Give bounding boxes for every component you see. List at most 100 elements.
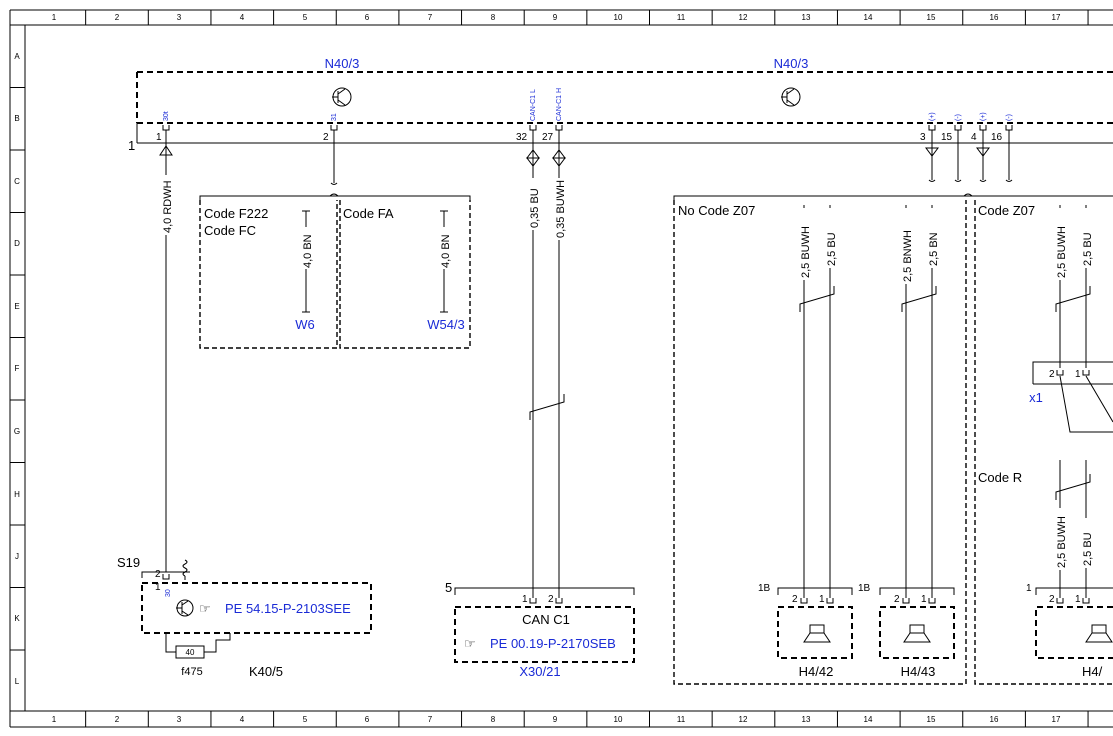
grid-row-label: G bbox=[14, 427, 20, 436]
pe54-ref-link[interactable]: PE 54.15-P-2103SEE bbox=[225, 601, 351, 616]
wire-label: 2,5 BUWH bbox=[800, 226, 812, 278]
pin-number: 1B bbox=[758, 583, 771, 594]
h443-label: H4/43 bbox=[901, 664, 936, 679]
pin-number: 1B bbox=[858, 583, 871, 594]
can-c1-label: CAN C1 bbox=[522, 612, 570, 627]
no-code-z07-box: No Code Z07 2,5 BUWH 2,5 BU 2,5 BNWH 2,5… bbox=[673, 200, 967, 685]
grid-col-label: 8 bbox=[491, 715, 496, 724]
pin-label-plus: (+) bbox=[929, 112, 936, 121]
code-label: Code FC bbox=[204, 223, 256, 238]
pin-number: 2 bbox=[894, 594, 900, 605]
grid-col-label: 14 bbox=[864, 715, 873, 724]
grid-col-label: 2 bbox=[115, 715, 120, 724]
pin-label-can-h: CAN-C1 H bbox=[556, 88, 563, 121]
grid-col-label: 14 bbox=[864, 13, 873, 22]
wire-label: 0,35 BUWH bbox=[555, 180, 567, 238]
code-label: Code Z07 bbox=[978, 203, 1035, 218]
pin-label-plus: (+) bbox=[980, 112, 987, 121]
speaker-icon bbox=[803, 624, 831, 643]
grid-col-label: 8 bbox=[491, 13, 496, 22]
pin-number: 4 bbox=[971, 132, 977, 143]
hand-pointer-icon: ☞ bbox=[464, 636, 476, 651]
wire-label: 2,5 BUWH bbox=[1056, 516, 1068, 568]
grid-col-label: 17 bbox=[1052, 13, 1061, 22]
pin-label-31: 31 bbox=[331, 113, 338, 121]
wire-rdwh: 4,0 RDWH bbox=[159, 130, 174, 572]
pin-number: 1 bbox=[1026, 583, 1032, 594]
grid-row-label: D bbox=[14, 239, 20, 248]
grid-col-label: 9 bbox=[553, 13, 558, 22]
pin-label-minus: (-) bbox=[955, 114, 962, 121]
pe00-ref-link[interactable]: PE 00.19-P-2170SEB bbox=[490, 636, 616, 651]
wire-label: 2,5 BU bbox=[1082, 232, 1094, 266]
grid-col-label: 1 bbox=[52, 13, 57, 22]
pin-number: 1 bbox=[921, 594, 927, 605]
wire-label: 4,0 RDWH bbox=[162, 180, 174, 233]
grid-col-label: 16 bbox=[990, 13, 999, 22]
wire-label: 2,5 BN bbox=[928, 232, 940, 266]
transistor-icon bbox=[781, 87, 801, 107]
grid-col-label: 11 bbox=[677, 715, 686, 724]
grid-col-label: 1 bbox=[52, 715, 57, 724]
grid-col-label: 4 bbox=[240, 715, 245, 724]
grid-col-label: 10 bbox=[614, 715, 623, 724]
grid-row-label: E bbox=[14, 302, 19, 311]
grid-col-label: 5 bbox=[303, 13, 308, 22]
x30-label: X30/21 bbox=[519, 664, 560, 679]
pin-number: 1 bbox=[1075, 369, 1081, 380]
speaker-outputs bbox=[673, 130, 1113, 200]
wire-label: 2,5 BU bbox=[826, 232, 838, 266]
n40-label-right: N40/3 bbox=[774, 56, 809, 71]
n40-label-left: N40/3 bbox=[325, 56, 360, 71]
pin-number: 2 bbox=[323, 132, 329, 143]
transistor-icon bbox=[176, 599, 194, 617]
pin-number: 1 bbox=[155, 582, 161, 593]
h442-label: H4/42 bbox=[799, 664, 834, 679]
grid-col-label: 15 bbox=[927, 715, 936, 724]
pin-number: 2 bbox=[792, 594, 798, 605]
pin-number: 1 bbox=[522, 594, 528, 605]
pin-label-30t: 30t bbox=[163, 111, 170, 121]
x1-label: x1 bbox=[1029, 390, 1043, 405]
pin-number: 27 bbox=[542, 132, 554, 143]
grid-col-label: 4 bbox=[240, 13, 245, 22]
grid-row-label: J bbox=[15, 552, 19, 561]
code-label: Code F222 bbox=[204, 206, 268, 221]
grid-col-label: 6 bbox=[365, 715, 370, 724]
pin-number: 2 bbox=[548, 594, 554, 605]
pin-number: 3 bbox=[920, 132, 926, 143]
pin-number: 16 bbox=[991, 132, 1003, 143]
pin-number: 2 bbox=[1049, 594, 1055, 605]
pin-number: 1 bbox=[819, 594, 825, 605]
code-label: Code FA bbox=[343, 206, 394, 221]
grid-row-label: K bbox=[14, 614, 20, 623]
grid-col-label: 7 bbox=[428, 13, 433, 22]
code-label: Code R bbox=[978, 470, 1022, 485]
grid-col-label: 2 bbox=[115, 13, 120, 22]
k40-label: K40/5 bbox=[249, 664, 283, 679]
grid-col-label: 13 bbox=[802, 715, 811, 724]
pin-label-can-l: CAN-C1 L bbox=[530, 89, 537, 121]
k40-box: S19 2 1 30 ☞ PE 54.15-P-2103SEE 40 f475 … bbox=[117, 555, 372, 679]
s19-label: S19 bbox=[117, 555, 140, 570]
pin-number: 1 bbox=[1075, 594, 1081, 605]
module-pins: 30t 1 31 2 CAN-C1 L 32 CAN-C1 H 27 (+) 3… bbox=[156, 88, 1013, 143]
h4r-label: H4/ bbox=[1082, 664, 1103, 679]
wire-label: 0,35 BU bbox=[529, 188, 541, 228]
grid-col-label: 3 bbox=[177, 715, 182, 724]
grid-col-label: 6 bbox=[365, 13, 370, 22]
x30-box: 5 1 2 CAN C1 ☞ PE 00.19-P-2170SEB X30/21 bbox=[445, 580, 635, 679]
grid-row-label: A bbox=[14, 52, 20, 61]
grid-col-label: 12 bbox=[739, 13, 748, 22]
grid-col-label: 15 bbox=[927, 13, 936, 22]
grid-row-labels: A B C D E F G H J K L bbox=[14, 52, 20, 686]
f475-label: f475 bbox=[181, 666, 202, 678]
grid-col-label: 10 bbox=[614, 13, 623, 22]
wire-ground-split bbox=[199, 130, 471, 200]
grid-row-label: H bbox=[14, 490, 20, 499]
grid-row-label: B bbox=[14, 114, 19, 123]
code-label: No Code Z07 bbox=[678, 203, 755, 218]
pin-label-minus: (-) bbox=[1006, 114, 1013, 121]
transistor-icon bbox=[332, 87, 352, 107]
